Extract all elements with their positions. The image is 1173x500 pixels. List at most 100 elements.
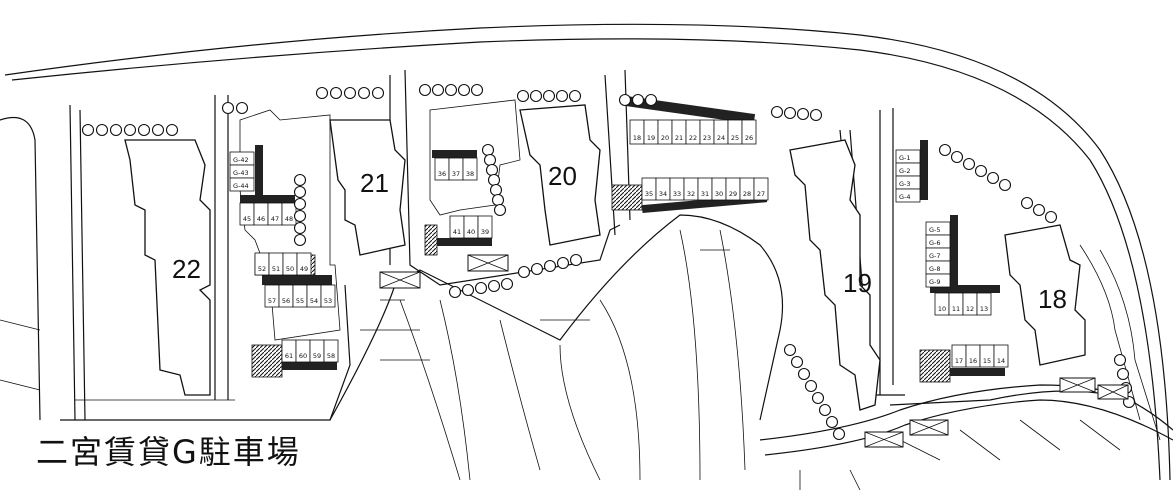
parking-stall-label: 27 bbox=[757, 190, 765, 198]
tree-icon bbox=[470, 83, 484, 97]
tree-icon bbox=[329, 86, 343, 100]
tree-icon bbox=[998, 178, 1012, 192]
tree-icon bbox=[371, 86, 385, 100]
building-number-19: 19 bbox=[843, 268, 872, 298]
tree-icon bbox=[343, 86, 357, 100]
tree-icon bbox=[81, 123, 95, 137]
parking-stall-label: 34 bbox=[659, 190, 667, 198]
parking-stall-label: G-44 bbox=[233, 182, 249, 190]
tree-icon bbox=[962, 157, 976, 171]
parking-stall-label: 59 bbox=[313, 352, 321, 360]
tree-icon bbox=[357, 86, 371, 100]
building-number-21: 21 bbox=[360, 168, 389, 198]
parking-stall-label: 51 bbox=[272, 265, 280, 273]
tree-icon bbox=[950, 150, 964, 164]
tree-icon bbox=[500, 277, 514, 291]
parking-stall bbox=[741, 119, 757, 145]
tree-icon bbox=[487, 173, 501, 187]
parking-stall bbox=[753, 177, 769, 201]
tree-icon bbox=[474, 281, 488, 295]
tree-icon bbox=[293, 173, 307, 187]
tree-icon bbox=[811, 391, 825, 405]
tree-icon bbox=[790, 355, 804, 369]
parking-stall-label: 32 bbox=[687, 190, 695, 198]
tree-icon bbox=[804, 379, 818, 393]
parking-stall-label: 21 bbox=[675, 134, 683, 142]
tree-icon bbox=[293, 185, 307, 199]
tree-icon bbox=[938, 143, 952, 157]
parking-stall-label: 29 bbox=[729, 190, 737, 198]
parking-stall-label: 36 bbox=[438, 170, 446, 178]
parking-stall-label: 60 bbox=[299, 352, 307, 360]
tree-icon bbox=[293, 209, 307, 223]
parking-stall bbox=[462, 157, 478, 181]
tree-icon bbox=[418, 83, 432, 97]
tree-icon bbox=[1116, 367, 1130, 381]
parking-stall bbox=[895, 188, 921, 203]
x-marker-icon bbox=[1097, 384, 1129, 400]
tree-icon bbox=[797, 367, 811, 381]
parking-stall bbox=[323, 339, 339, 363]
parking-stall-label: 19 bbox=[647, 134, 655, 142]
tree-icon bbox=[485, 163, 499, 177]
tree-icon bbox=[123, 123, 137, 137]
x-marker-icon bbox=[1059, 377, 1096, 393]
parking-stall-label: 17 bbox=[955, 357, 963, 365]
tree-icon bbox=[489, 183, 503, 197]
tree-icon bbox=[137, 123, 151, 137]
map-title: 二宮賃貸G駐車場 bbox=[36, 433, 301, 471]
entrance-markers bbox=[379, 254, 1129, 448]
tree-rows bbox=[81, 83, 1136, 441]
x-marker-icon bbox=[379, 271, 421, 289]
building-number-18: 18 bbox=[1038, 284, 1067, 314]
parking-stall-label: 20 bbox=[661, 134, 669, 142]
parking-stall-label: 61 bbox=[285, 352, 293, 360]
tree-icon bbox=[151, 123, 165, 137]
tree-icon bbox=[783, 106, 797, 120]
tree-icon bbox=[618, 93, 632, 107]
tree-icon bbox=[1032, 203, 1046, 217]
tree-icon bbox=[293, 197, 307, 211]
tree-icon bbox=[235, 101, 249, 115]
parking-stall-label: 48 bbox=[285, 215, 293, 223]
parking-stall-label: 13 bbox=[980, 305, 988, 313]
parking-stall bbox=[229, 177, 255, 192]
tree-icon bbox=[974, 164, 988, 178]
parking-stall-label: 41 bbox=[453, 228, 461, 236]
tree-icon bbox=[1113, 353, 1127, 367]
parking-stall-label: 45 bbox=[243, 215, 251, 223]
parking-stall-label: 39 bbox=[481, 228, 489, 236]
parking-stall-label: 35 bbox=[645, 190, 653, 198]
parking-stall bbox=[320, 284, 336, 308]
parking-stall-label: 30 bbox=[715, 190, 723, 198]
parking-stall-label: 37 bbox=[452, 170, 460, 178]
tree-icon bbox=[529, 89, 543, 103]
tree-icon bbox=[517, 265, 531, 279]
parking-stall-label: 15 bbox=[983, 357, 991, 365]
parking-stall-label: 53 bbox=[324, 297, 332, 305]
parking-stall-label: G-4 bbox=[899, 193, 911, 201]
tree-icon bbox=[542, 89, 556, 103]
parking-stall-label: 49 bbox=[300, 265, 308, 273]
parking-stall-label: 23 bbox=[703, 134, 711, 142]
tree-icon bbox=[431, 83, 445, 97]
tree-icon bbox=[555, 89, 569, 103]
parking-stall-label: G-42 bbox=[233, 156, 249, 164]
tree-icon bbox=[644, 93, 658, 107]
tree-icon bbox=[809, 108, 823, 122]
parking-stall-label: G-3 bbox=[899, 180, 911, 188]
tree-icon bbox=[457, 83, 471, 97]
tree-icon bbox=[530, 262, 544, 276]
tree-icon bbox=[986, 171, 1000, 185]
parking-stall-label: G-9 bbox=[929, 278, 941, 286]
parking-stall-label: 38 bbox=[466, 170, 474, 178]
parking-stall-label: 56 bbox=[282, 297, 290, 305]
parking-stall-label: 18 bbox=[633, 134, 641, 142]
tree-icon bbox=[770, 105, 784, 119]
parking-stall-label: 33 bbox=[673, 190, 681, 198]
tree-icon bbox=[444, 83, 458, 97]
tree-icon bbox=[293, 233, 307, 247]
tree-icon bbox=[631, 93, 645, 107]
tree-icon bbox=[516, 89, 530, 103]
